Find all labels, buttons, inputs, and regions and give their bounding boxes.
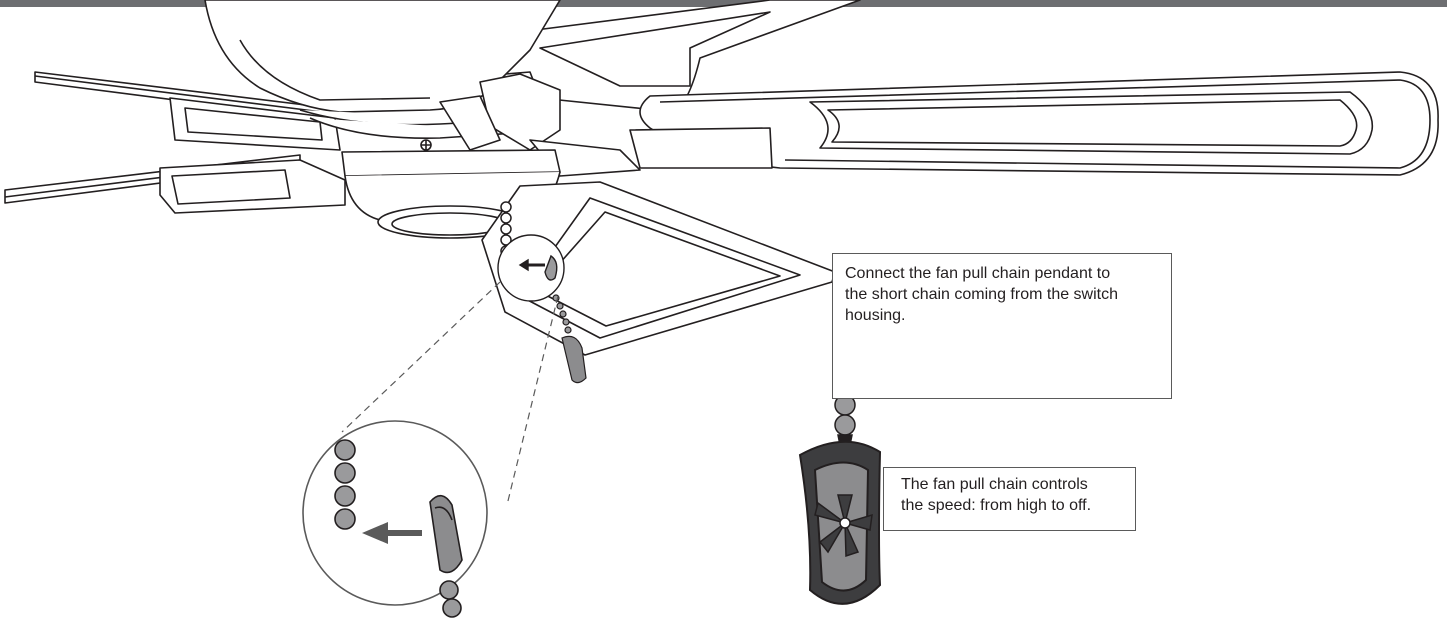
fan-blades-icon: [814, 494, 873, 558]
pull-chain-pendant: [798, 440, 882, 605]
fan-blade-left-upper: [34, 71, 341, 151]
pendant-chain: [834, 394, 856, 446]
header-bar: [0, 0, 1447, 7]
switch-housing: [341, 139, 561, 239]
leader-lines: [341, 281, 559, 506]
fan-blade-right: [629, 71, 1439, 176]
connect-instruction-callout: Connect the fan pull chain pendant to th…: [832, 253, 1172, 399]
connect-instruction-text: Connect the fan pull chain pendant to th…: [845, 265, 1119, 324]
detail-circle-small: [497, 234, 565, 302]
speed-note-text: The fan pull chain controls the speed: f…: [901, 476, 1092, 514]
fan-blade-front: [481, 181, 836, 356]
detail-circle-large: [302, 420, 488, 618]
fan-blade-left-lower: [4, 154, 346, 214]
speed-note-callout: The fan pull chain controls the speed: f…: [883, 467, 1136, 531]
